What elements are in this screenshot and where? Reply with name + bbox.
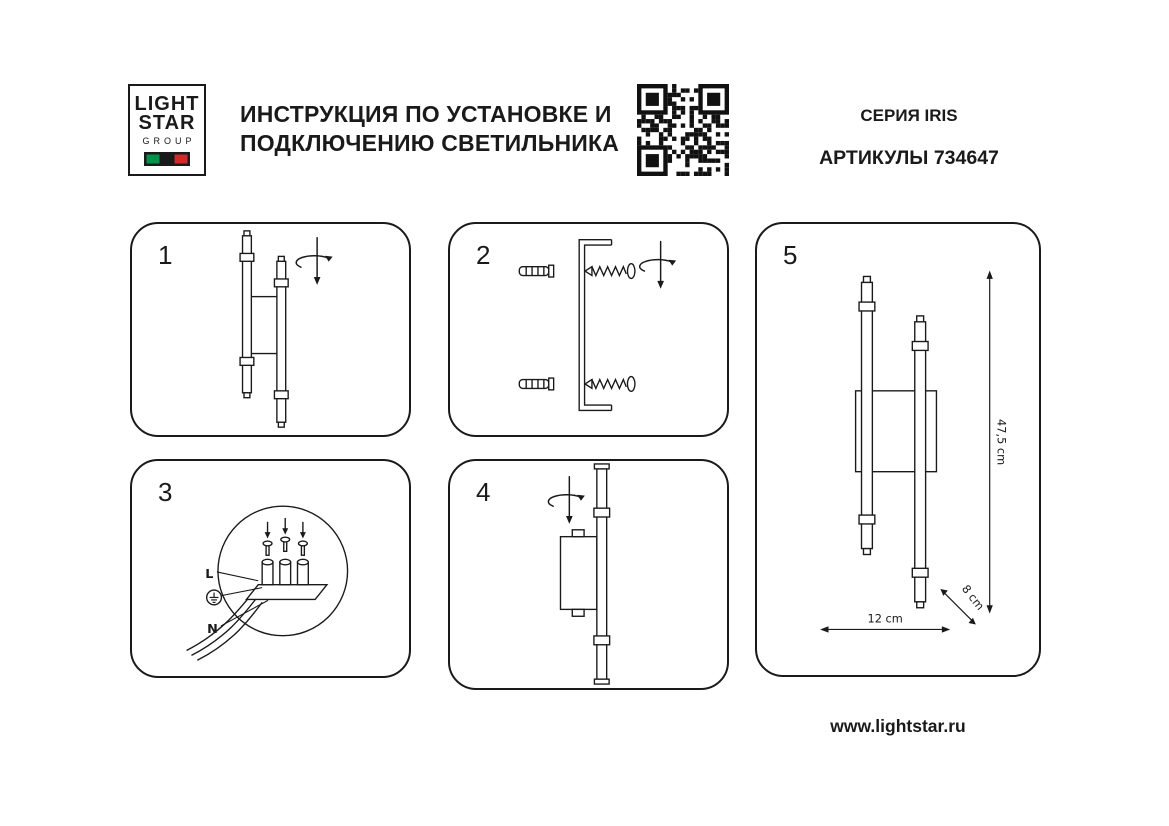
step-panel-2: 2 <box>448 222 729 437</box>
logo-word-light: LIGHT <box>134 93 200 115</box>
wiring-connection-drawing: L N <box>186 505 349 661</box>
product-info: СЕРИЯ IRIS АРТИКУЛЫ 734647 <box>778 106 1040 170</box>
rotate-arrow-icon <box>638 240 677 290</box>
lamp-dimensions-drawing: 47,5 cm 12 cm 8 cm <box>820 270 1009 633</box>
qr-code <box>637 84 729 176</box>
dimension-height-label: 47,5 cm <box>995 419 1009 465</box>
line-wire-label: L <box>205 567 213 582</box>
logo-word-star: STAR <box>138 112 196 134</box>
mounting-hardware-drawing <box>518 239 677 412</box>
step-number: 4 <box>476 477 491 507</box>
rotate-arrow-icon <box>547 475 586 525</box>
step-number: 3 <box>158 477 173 507</box>
step-number: 2 <box>476 240 491 270</box>
lamp-side-mount-drawing <box>547 463 611 685</box>
italy-flag-icon <box>144 152 190 166</box>
website-url: www.lightstar.ru <box>830 716 966 736</box>
step-panel-1: 1 <box>130 222 411 437</box>
step-panel-5: 47,5 cm 12 cm 8 cm 5 <box>755 222 1041 677</box>
dimension-width-label: 12 cm <box>868 612 903 626</box>
series-label: СЕРИЯ IRIS <box>860 106 958 125</box>
step-number: 5 <box>783 240 798 270</box>
rotate-arrow-icon <box>295 237 334 286</box>
step-panel-4: 4 <box>448 459 729 690</box>
logo-word-group: GROUP <box>142 136 196 146</box>
lamp-front-drawing <box>239 230 334 428</box>
step-number: 1 <box>158 240 173 270</box>
article-number: АРТИКУЛЫ 734647 <box>819 147 999 169</box>
title-line-2: ПОДКЛЮЧЕНИЮ СВЕТИЛЬНИКА <box>240 130 620 156</box>
dimension-depth-label: 8 cm <box>959 582 987 613</box>
ground-symbol-icon <box>206 589 223 606</box>
neutral-wire-label: N <box>207 622 218 637</box>
step-panel-3: L N 3 <box>130 459 411 678</box>
page-title: ИНСТРУКЦИЯ ПО УСТАНОВКЕ И ПОДКЛЮЧЕНИЮ СВ… <box>240 100 619 158</box>
title-line-1: ИНСТРУКЦИЯ ПО УСТАНОВКЕ И <box>240 101 612 127</box>
lightstar-logo: LIGHT STAR GROUP <box>128 84 206 176</box>
